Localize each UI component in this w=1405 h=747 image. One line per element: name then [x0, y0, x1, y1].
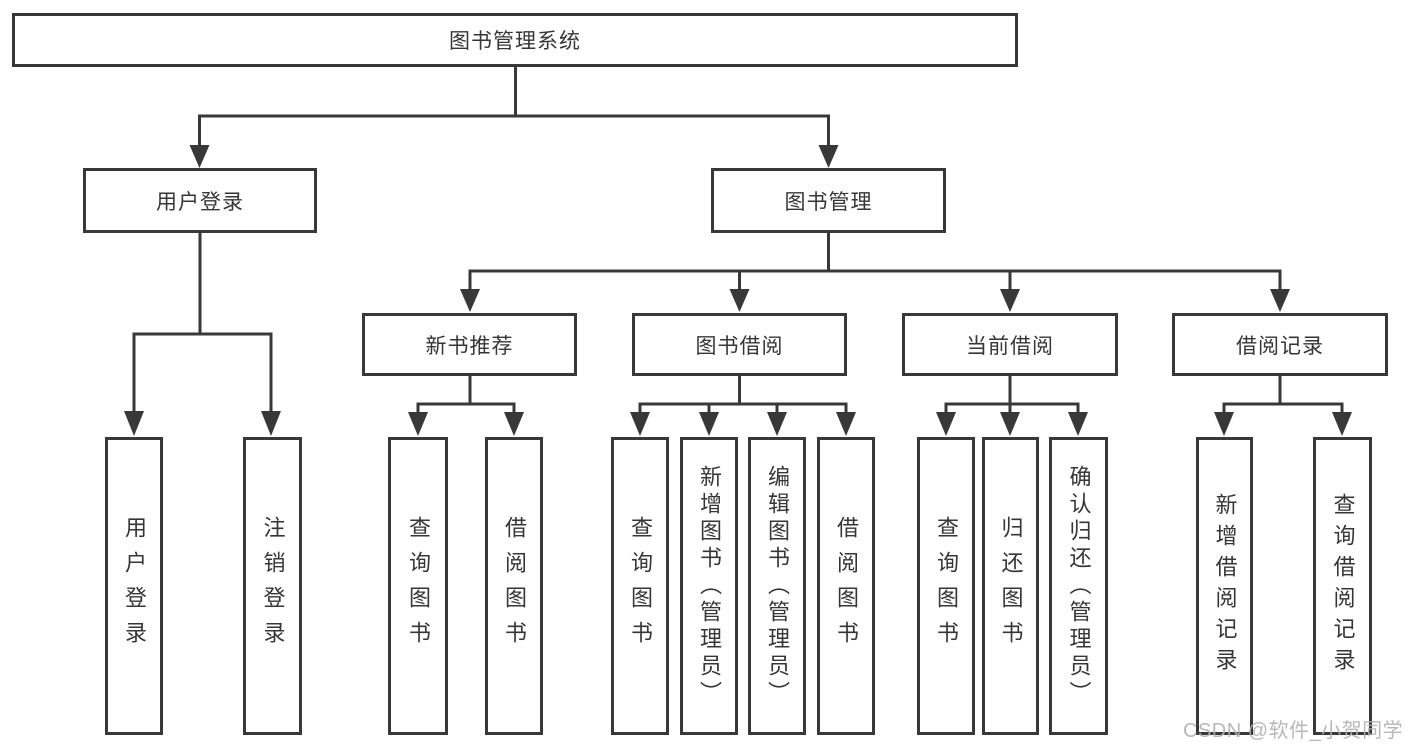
- leaf-borrow-edit-books-admin: 编辑图书（管理员）: [748, 437, 806, 735]
- node-book-management: 图书管理: [711, 168, 946, 233]
- leaf-recommend-borrow-books: 借阅图书: [485, 437, 543, 735]
- watermark-text: CSDN @软件_小贺同学: [1183, 720, 1404, 742]
- leaf-records-add-record: 新增借阅记录: [1196, 437, 1253, 735]
- leaf-borrow-borrow-books: 借阅图书: [817, 437, 875, 735]
- leaf-borrow-query-books: 查询图书: [611, 437, 669, 735]
- node-book-borrow: 图书借阅: [632, 313, 847, 376]
- leaf-current-return-books: 归还图书: [982, 437, 1039, 735]
- leaf-user-login: 用户登录: [105, 437, 163, 735]
- leaf-borrow-add-books-admin: 新增图书（管理员）: [680, 437, 738, 735]
- node-new-book-recommend: 新书推荐: [362, 313, 577, 376]
- node-system-root: 图书管理系统: [12, 13, 1018, 67]
- leaf-recommend-query-books: 查询图书: [388, 437, 448, 735]
- leaf-current-confirm-return-admin: 确认归还（管理员）: [1049, 437, 1108, 735]
- leaf-records-query-record: 查询借阅记录: [1313, 437, 1372, 735]
- node-borrow-records: 借阅记录: [1172, 313, 1388, 376]
- leaf-logout: 注销登录: [243, 437, 302, 735]
- node-user-login: 用户登录: [83, 168, 317, 233]
- leaf-current-query-books: 查询图书: [917, 437, 975, 735]
- node-current-borrow: 当前借阅: [902, 313, 1118, 376]
